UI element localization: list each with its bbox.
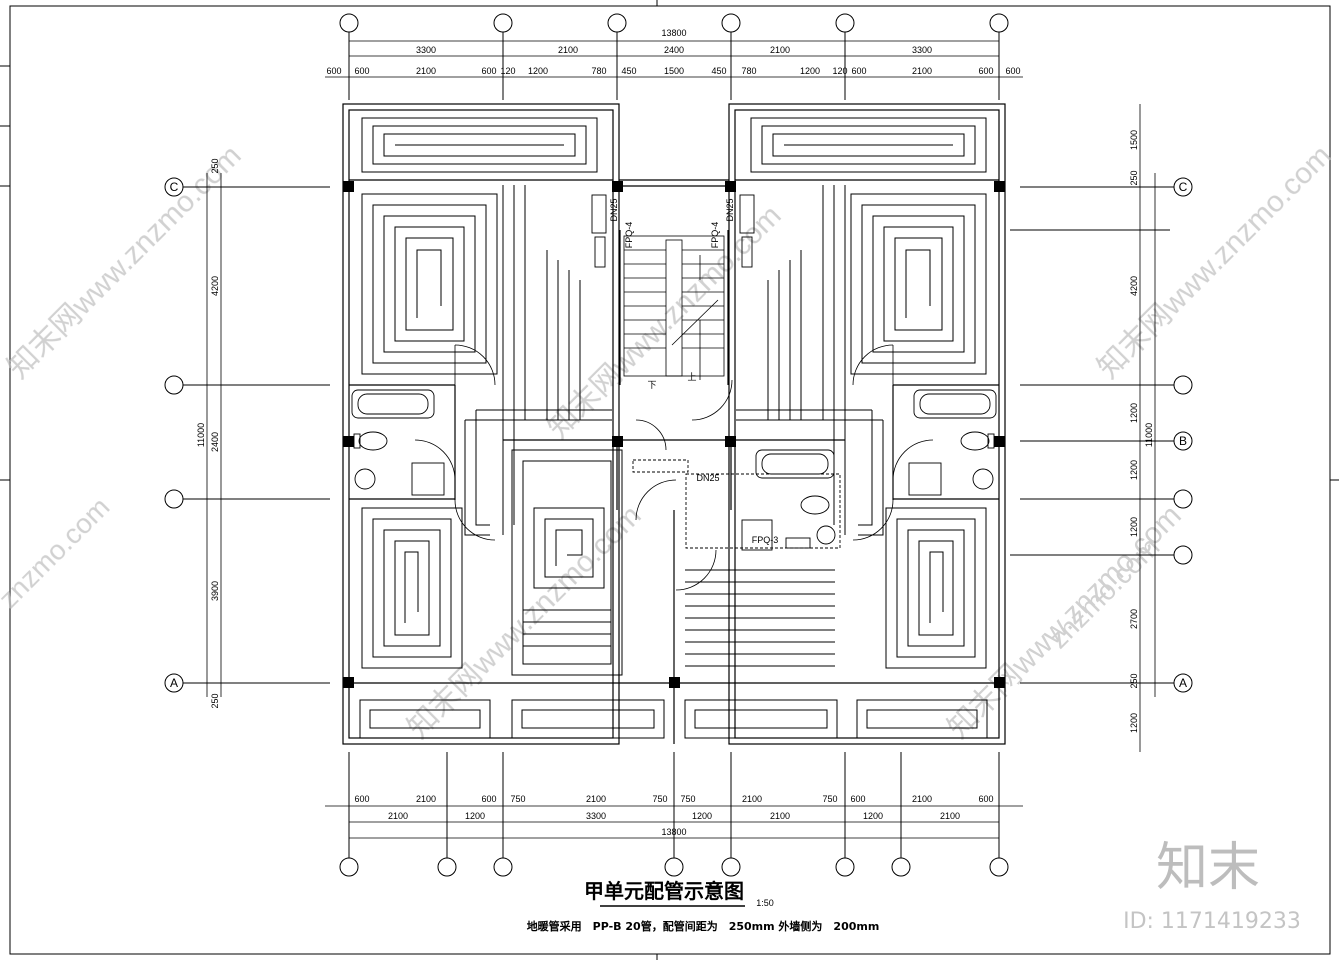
- drawing-note: 地暖管采用 PP-B 20管，配管间距为 250mm 外墙侧为 200mm: [527, 919, 880, 933]
- heating-pipe-coils: [359, 117, 988, 739]
- dim-top-r2-7: 450: [621, 66, 636, 76]
- dim-bot-r1-3: 750: [510, 794, 525, 804]
- dim-bot-r1-7: 2100: [742, 794, 762, 804]
- watermark-site: 知末网www.znzmo.com: [942, 499, 1188, 745]
- axis-labels: C A C B A: [170, 180, 1188, 690]
- dim-bot-r1-9: 600: [850, 794, 865, 804]
- dim-right-0: 1500: [1129, 130, 1139, 150]
- axis-label-c-right: C: [1179, 180, 1188, 194]
- dim-right-8: 1200: [1129, 713, 1139, 733]
- dim-left-3: 3900: [210, 581, 220, 601]
- dim-top-r2-9: 450: [711, 66, 726, 76]
- dim-bot-r1-2: 600: [481, 794, 496, 804]
- dim-top-r2-8: 1500: [664, 66, 684, 76]
- dim-bot-r2-6: 2100: [940, 811, 960, 821]
- stair-down-label: 下: [647, 380, 656, 390]
- dimension-lines: [206, 40, 1156, 839]
- dim-bot-r1-10: 2100: [912, 794, 932, 804]
- dn25-mid-label: DN25: [696, 473, 719, 483]
- dim-bot-r2-2: 3300: [586, 811, 606, 821]
- dn25-right-label: DN25: [725, 198, 735, 221]
- dim-bot-r1-5: 750: [652, 794, 667, 804]
- dim-bot-r1-4: 2100: [586, 794, 606, 804]
- axis-label-a-left: A: [170, 676, 178, 690]
- brand-watermark: 知末 ID: 1171419233: [1123, 839, 1301, 934]
- dim-right-outer: 11000: [1144, 423, 1154, 447]
- dim-top-r2-11: 1200: [800, 66, 820, 76]
- axis-label-b-right: B: [1179, 434, 1187, 448]
- dim-top-r2-3: 600: [481, 66, 496, 76]
- door-swings: [414, 344, 934, 591]
- dim-top-r1-4: 3300: [912, 45, 932, 55]
- title-block: 甲单元配管示意图 1:50 地暖管采用 PP-B 20管，配管间距为 250mm…: [527, 879, 880, 933]
- dim-left-0: 250: [210, 158, 220, 173]
- dim-bot-r1-11: 600: [978, 794, 993, 804]
- brand-id: ID: 1171419233: [1123, 909, 1301, 934]
- dimension-text: 13800 3300 2100 2400 2100 3300 600 600 2…: [196, 28, 1154, 837]
- dim-left-outer: 11000: [196, 423, 206, 447]
- watermark-site: znzmo.com: [0, 491, 115, 614]
- dim-right-4: 1200: [1129, 460, 1139, 480]
- dim-bot-r2-5: 1200: [863, 811, 883, 821]
- dim-top-r2-14: 2100: [912, 66, 932, 76]
- drawing-title: 甲单元配管示意图: [584, 879, 744, 903]
- drawing-scale: 1:50: [756, 898, 774, 908]
- dim-top-r2-12: 120: [832, 66, 847, 76]
- stairwell: [623, 235, 725, 380]
- walls: [342, 103, 1006, 745]
- dim-bot-r2-1: 1200: [465, 811, 485, 821]
- axis-bubbles: [164, 13, 1193, 877]
- manifold-labels: FPQ-4 DN25 FPQ-4 DN25 DN25 FPQ-3: [609, 198, 778, 545]
- dim-top-r2-5: 1200: [528, 66, 548, 76]
- dim-bot-r1-8: 750: [822, 794, 837, 804]
- dim-top-r1-3: 2100: [770, 45, 790, 55]
- dim-right-5: 1200: [1129, 517, 1139, 537]
- fpq4-left-label: FPQ-4: [624, 222, 634, 249]
- dim-top-total: 13800: [661, 28, 686, 38]
- dim-top-r2-15: 600: [978, 66, 993, 76]
- axis-label-a-right: A: [1179, 676, 1187, 690]
- manifolds: [591, 194, 841, 549]
- dim-left-4: 250: [210, 693, 220, 708]
- dim-left-1: 4200: [210, 276, 220, 296]
- dim-bot-r1-6: 750: [680, 794, 695, 804]
- dn25-left-label: DN25: [609, 198, 619, 221]
- structural-columns: [343, 181, 1005, 688]
- dim-top-r2-2: 2100: [416, 66, 436, 76]
- stair-up-label: 上: [687, 372, 696, 382]
- dim-top-r1-1: 2100: [558, 45, 578, 55]
- dim-top-r2-16: 600: [1005, 66, 1020, 76]
- dim-bot-r2-4: 2100: [770, 811, 790, 821]
- dim-top-r2-4: 120: [500, 66, 515, 76]
- fpq3-label: FPQ-3: [752, 535, 779, 545]
- dim-bot-total: 13800: [661, 827, 686, 837]
- dim-right-1: 250: [1129, 170, 1139, 185]
- dim-top-r2-13: 600: [851, 66, 866, 76]
- dim-bot-r1-0: 600: [354, 794, 369, 804]
- dim-bot-r2-3: 1200: [692, 811, 712, 821]
- dim-right-2: 4200: [1129, 276, 1139, 296]
- dim-top-r2-1: 600: [354, 66, 369, 76]
- dim-bot-r1-1: 2100: [416, 794, 436, 804]
- dim-bot-r2-0: 2100: [388, 811, 408, 821]
- dim-top-r2-10: 780: [741, 66, 756, 76]
- dim-left-2: 2400: [210, 432, 220, 452]
- brand-logo-text: 知末: [1156, 839, 1260, 897]
- dim-right-6: 2700: [1129, 609, 1139, 629]
- axis-label-c-left: C: [170, 180, 179, 194]
- dim-right-7: 250: [1129, 673, 1139, 688]
- fpq4-right-label: FPQ-4: [710, 222, 720, 249]
- watermark-site: 知末网www.znzmo.com: [2, 139, 248, 385]
- dim-top-r1-0: 3300: [416, 45, 436, 55]
- dim-top-r2-0: 600: [326, 66, 341, 76]
- dim-top-r1-2: 2400: [664, 45, 684, 55]
- dim-right-3: 1200: [1129, 403, 1139, 423]
- dim-top-r2-6: 780: [591, 66, 606, 76]
- bathroom-fixtures: [351, 389, 997, 551]
